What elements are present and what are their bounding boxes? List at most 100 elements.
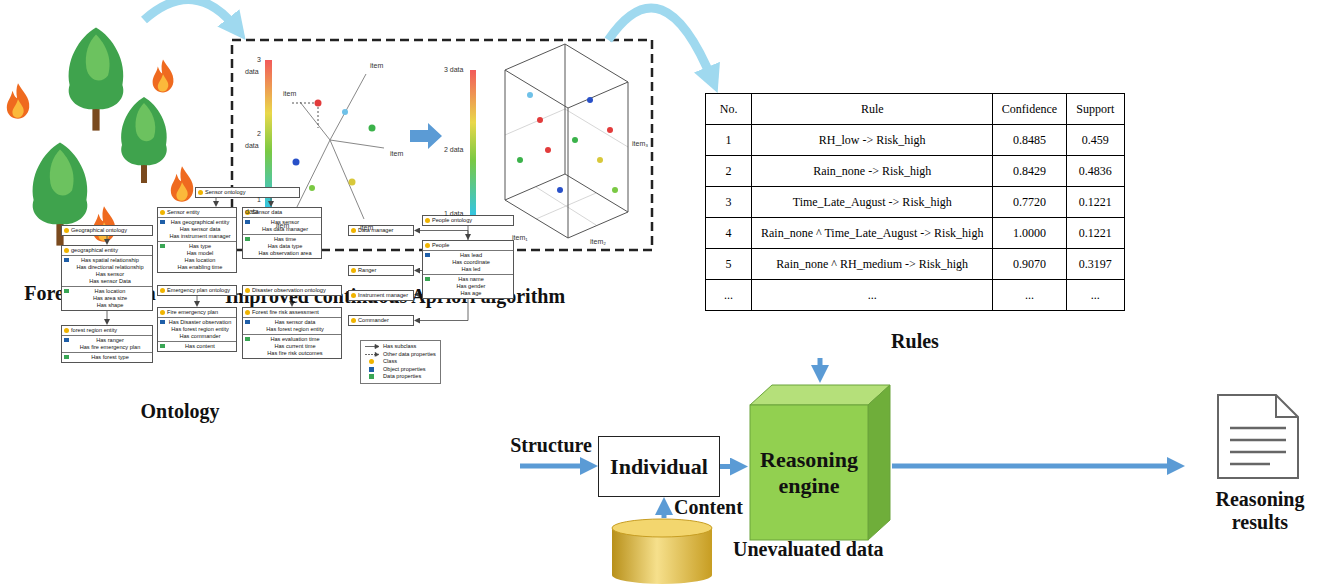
connector	[216, 198, 217, 205]
axis-label: item	[283, 90, 296, 98]
axis-label: 1	[257, 196, 261, 204]
legend-text: Object properties	[383, 366, 426, 374]
class-title-row: Geographical ontology	[62, 226, 152, 235]
class-title: People ontology	[432, 217, 472, 223]
property-marker	[160, 220, 165, 224]
property-text: Has fire risk outcomes	[252, 350, 338, 357]
table-row: 4Rain_none ^ Time_Late_August -> Risk_hi…	[706, 218, 1125, 249]
table-cell: Time_Late_August -> Risk_high	[752, 187, 993, 218]
connector	[107, 311, 108, 323]
legend-line	[365, 344, 379, 349]
property-section: Has forest type	[62, 352, 152, 362]
property-text: Has observation area	[252, 250, 318, 257]
class-box: Instrument manager	[348, 290, 414, 301]
property-text: Has forest region entity	[167, 326, 233, 333]
class-title: Sensor ontology	[205, 189, 245, 195]
axis-label: 1 data	[444, 210, 463, 218]
class-title: Instrument manager	[358, 292, 408, 298]
legend-text: Class	[383, 358, 397, 366]
class-dot	[64, 228, 69, 233]
axis-label: item₂	[590, 238, 606, 246]
property-text: Has age	[432, 290, 510, 297]
document-drawing	[1218, 395, 1298, 478]
edge-label: Structure	[510, 434, 592, 457]
property-section: Has typeHas modelHas locationHas enablin…	[158, 241, 236, 272]
class-dot	[64, 328, 69, 333]
legend-line	[365, 352, 379, 357]
property-section: Has spatial relationshipHas directional …	[62, 255, 152, 286]
property-text: Has enabling time	[167, 264, 233, 271]
property-text: Has data type	[252, 243, 318, 250]
class-dot	[198, 190, 203, 195]
property-text: Has evaluation time	[252, 336, 338, 343]
axis-label: data	[245, 142, 259, 150]
connector	[720, 464, 738, 469]
legend-box: Has subclassOther data propertiesClassOb…	[360, 340, 441, 384]
ontology-panel: OntologySensor ontologyGeographical onto…	[60, 185, 520, 475]
engine-text: Reasoning engine	[750, 405, 868, 540]
connector	[271, 198, 272, 205]
class-box: Emergency plan ontology	[157, 285, 237, 296]
legend-row: Has subclass	[365, 343, 436, 351]
table-cell: 5	[706, 249, 752, 280]
property-text: Has area size	[71, 295, 149, 302]
class-title: Forest fire risk assessment	[252, 309, 319, 315]
class-dot	[425, 218, 430, 223]
class-dot	[160, 288, 165, 293]
connector	[144, 0, 237, 29]
property-text: Has model	[167, 250, 233, 257]
property-text: Has ranger	[71, 337, 149, 344]
axis-label: item	[360, 224, 373, 232]
table-cell: 0.3197	[1066, 249, 1124, 280]
property-section: Has nameHas genderHas age	[423, 274, 513, 298]
engine-cube	[750, 385, 890, 540]
connector	[662, 507, 667, 518]
property-text: Has location	[71, 288, 149, 295]
table-row: 1RH_low -> Risk_high0.84850.459	[706, 125, 1125, 156]
property-text: Has lead	[432, 252, 510, 259]
connector	[197, 296, 198, 305]
property-text: Has commander	[167, 333, 233, 340]
process-box: Individual	[598, 436, 720, 497]
class-title-row: People ontology	[423, 216, 513, 225]
rules-table: No.RuleConfidenceSupport1RH_low -> Risk_…	[705, 93, 1125, 358]
table-cell: ...	[993, 280, 1066, 311]
edge-label: Content	[674, 496, 743, 519]
table-cell: 4	[706, 218, 752, 249]
legend-text: Other data properties	[383, 351, 436, 359]
class-title-row: Emergency plan ontology	[158, 286, 236, 295]
class-box: Sensor ontology	[195, 187, 300, 198]
property-text: Has location	[167, 257, 233, 264]
legend-swatch	[369, 359, 374, 364]
class-title: Emergency plan ontology	[167, 287, 230, 293]
caption-text: Reasoning results	[1185, 488, 1335, 534]
property-text: Has fire emergency plan	[71, 344, 149, 351]
legend-text: Has subclass	[383, 343, 416, 351]
property-marker	[425, 277, 430, 281]
property-section: Has leadHas coordinateHas led	[423, 250, 513, 274]
axis-label: data	[245, 68, 259, 76]
class-title-row: Sensor ontology	[196, 188, 299, 197]
connector	[107, 236, 108, 243]
table-cell: 1.0000	[993, 218, 1066, 249]
property-text: Has sensor	[71, 271, 149, 278]
property-text: Has Disaster observation	[167, 319, 233, 326]
class-box: Geographical ontology	[61, 225, 153, 236]
property-text: Has forest region entity	[252, 326, 338, 333]
class-title: Sensor entity	[167, 209, 200, 215]
property-text: Has forest type	[71, 354, 149, 361]
table-cell: ...	[752, 280, 993, 311]
property-text: Has content	[167, 343, 233, 350]
property-text: Has led	[432, 266, 510, 273]
class-box: Forest fire risk assessmentHas sensor da…	[242, 307, 342, 359]
connector	[818, 358, 823, 373]
table-cell: Rain_none ^ RH_medium -> Risk_high	[752, 249, 993, 280]
table-cell: 0.1221	[1066, 187, 1124, 218]
legend-row: Other data properties	[365, 351, 436, 359]
property-marker	[245, 337, 250, 341]
legend-row: Data properties	[365, 373, 436, 381]
caption-text: Rules	[891, 330, 939, 353]
property-text: Has gender	[432, 283, 510, 290]
property-text: Has name	[432, 276, 510, 283]
